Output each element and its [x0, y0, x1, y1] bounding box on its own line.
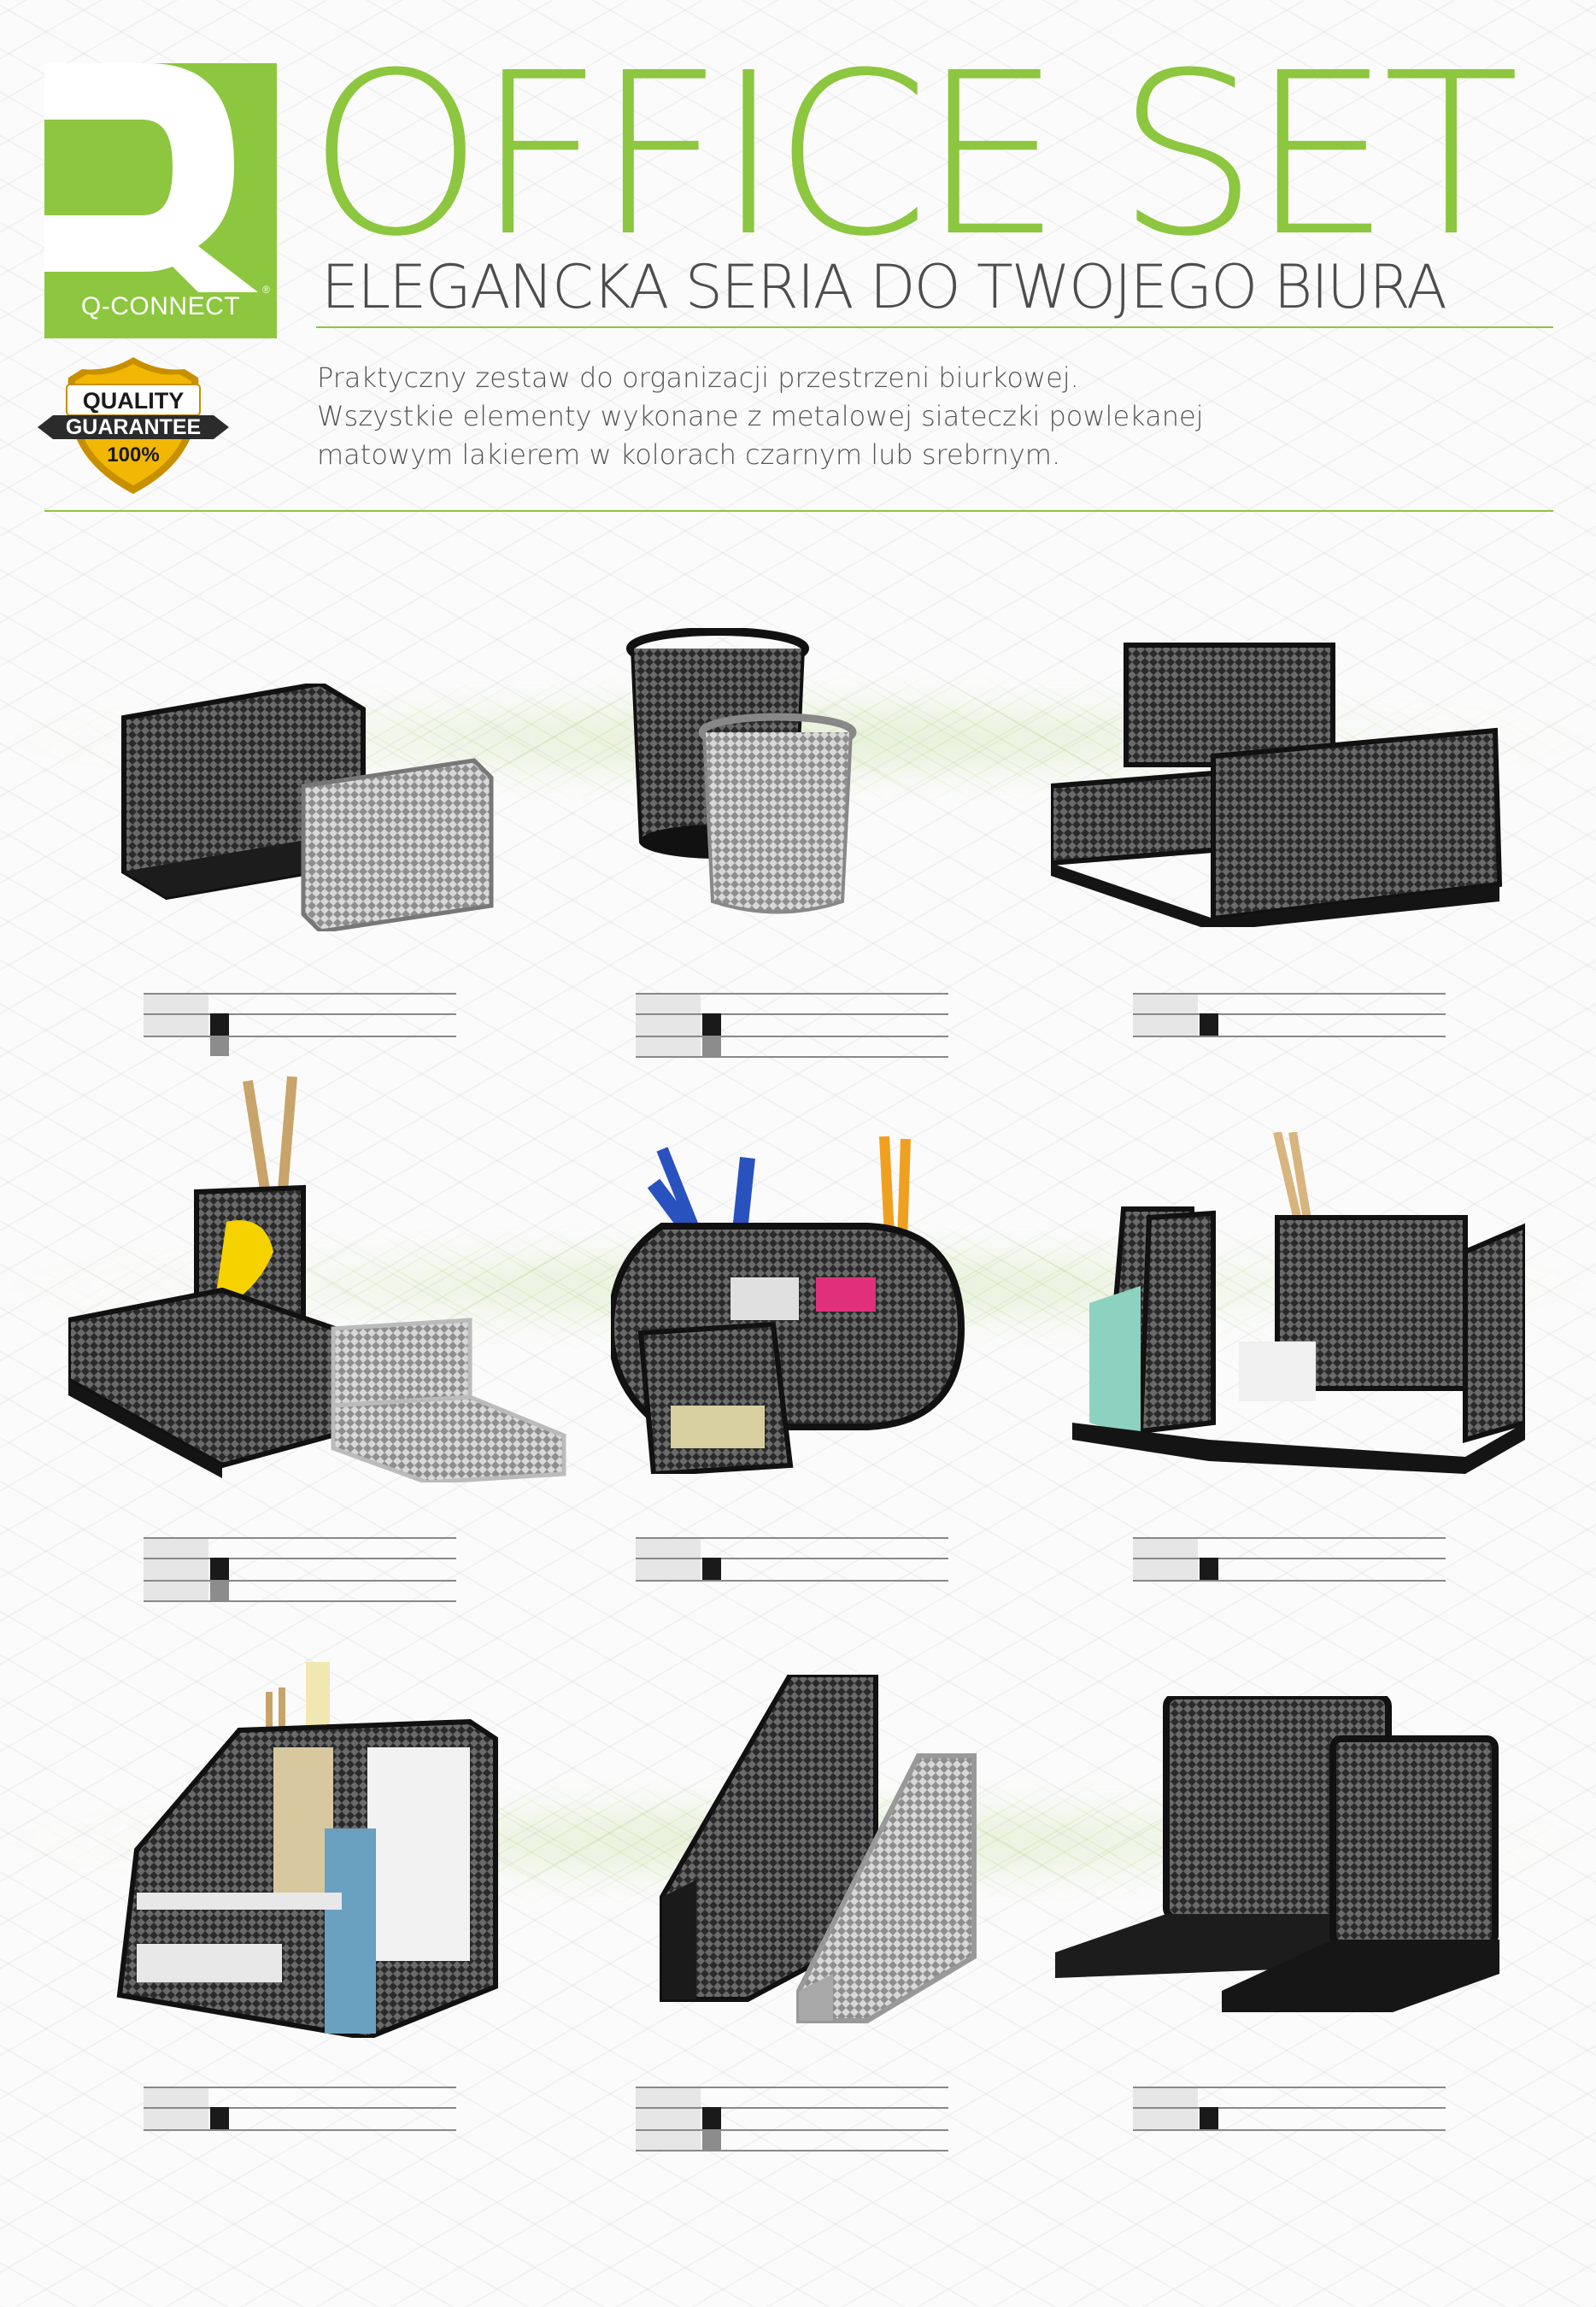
info-cell [636, 993, 701, 1058]
info-line [1133, 1558, 1446, 1559]
info-line [144, 1036, 456, 1037]
desk-organiser-pencil-icon [68, 1076, 566, 1482]
info-line [636, 1056, 948, 1058]
info-line [144, 2129, 456, 2131]
product-info-table-5 [636, 1537, 948, 1602]
info-line [636, 2107, 948, 2109]
badge-guarantee-text: GUARANTEE [66, 415, 201, 439]
page-title: OFFICE SET [308, 25, 1520, 285]
registered-mark: ® [262, 284, 270, 296]
product-desk-organiser [1051, 637, 1504, 927]
product-pen-pot [624, 628, 923, 919]
product-memo-cube-holder [115, 684, 500, 931]
color-swatch-black [702, 2107, 721, 2129]
product-info-table-9 [1133, 2087, 1446, 2151]
info-line [1133, 2087, 1446, 2088]
page-subtitle: ELEGANCKA SERIA DO TWOJEGO BIURA [321, 252, 1447, 322]
info-line [144, 1013, 456, 1015]
logo-text: Q-CONNECT [80, 292, 241, 320]
color-swatch-silver [702, 1036, 721, 1056]
quality-badge: QUALITY GUARANTEE 100% [38, 355, 229, 497]
q-logo-icon [44, 63, 258, 292]
info-line [144, 1600, 456, 1602]
intro-line: Praktyczny zestaw do organizacji przestr… [317, 361, 1079, 394]
header-divider [316, 326, 1553, 328]
info-line [144, 2087, 456, 2088]
memo-cube-holder-icon [121, 684, 494, 931]
intro-line: matowym lakierem w kolorach czarnym lub … [317, 438, 1061, 471]
q-connect-logo: Q-CONNECT ® [44, 63, 277, 338]
product-desk-organiser-pencil [68, 1072, 572, 1482]
info-line [636, 1537, 948, 1539]
info-line [144, 1537, 456, 1539]
info-line [636, 2129, 948, 2131]
info-line [144, 1558, 456, 1559]
product-info-table-6 [1133, 1537, 1446, 1602]
color-swatch-black [702, 1558, 721, 1580]
info-line [636, 1558, 948, 1559]
desktop-sorter-icon [116, 1662, 498, 2038]
product-info-table-8 [636, 2087, 948, 2151]
intro-text: Praktyczny zestaw do organizacji przestr… [317, 359, 1342, 474]
info-line [636, 2087, 948, 2088]
color-swatch-black [702, 1013, 721, 1036]
color-swatch-black [210, 1558, 229, 1580]
color-swatch-silver [702, 2129, 721, 2150]
desk-organiser-icon [1051, 643, 1503, 927]
product-info-table-2 [636, 993, 948, 1058]
pen-pot-icon [626, 628, 857, 914]
intro-divider [44, 510, 1553, 512]
info-line [636, 1580, 948, 1582]
product-desk-tidy-with-sorter [1072, 1132, 1525, 1474]
info-line [1133, 993, 1446, 995]
quality-shield-icon: QUALITY GUARANTEE 100% [38, 357, 229, 494]
info-line [1133, 1036, 1446, 1037]
product-info-table-3 [1133, 993, 1446, 1058]
info-line [1133, 2129, 1446, 2131]
desk-tidy-with-sorter-icon [1072, 1132, 1525, 1474]
product-magazine-file [654, 1675, 978, 2034]
oval-desk-organiser-icon [611, 1136, 965, 1474]
color-swatch-silver [210, 1036, 229, 1056]
color-swatch-black [210, 2107, 229, 2129]
color-swatch-black [210, 1013, 229, 1036]
intro-line: Wszystkie elementy wykonane z metalowej … [317, 400, 1204, 432]
info-line [1133, 1013, 1446, 1015]
info-line [636, 2150, 948, 2151]
product-oval-desk-organiser [611, 1132, 970, 1474]
info-line [636, 1036, 948, 1037]
product-desktop-sorter [111, 1645, 504, 2038]
info-line [636, 1013, 948, 1015]
info-cell [144, 1537, 208, 1602]
info-line [144, 1580, 456, 1582]
info-line [144, 993, 456, 995]
color-swatch-black [1200, 2107, 1218, 2129]
product-bookends [1055, 1696, 1499, 2021]
product-info-table-1 [144, 993, 456, 1058]
info-line [1133, 2107, 1446, 2109]
info-line [144, 2107, 456, 2109]
badge-percent-text: 100% [107, 443, 159, 467]
info-line [636, 993, 948, 995]
bookends-icon [1055, 1696, 1499, 2012]
color-swatch-black [1200, 1013, 1218, 1036]
color-swatch-silver [210, 1580, 229, 1600]
badge-quality-text: QUALITY [83, 388, 185, 414]
product-info-table-7 [144, 2087, 456, 2151]
info-line [1133, 1537, 1446, 1539]
magazine-file-icon [660, 1675, 977, 2023]
info-line [1133, 1580, 1446, 1582]
product-info-table-4 [144, 1537, 456, 1602]
info-cell [636, 2087, 701, 2151]
color-swatch-black [1200, 1558, 1218, 1580]
